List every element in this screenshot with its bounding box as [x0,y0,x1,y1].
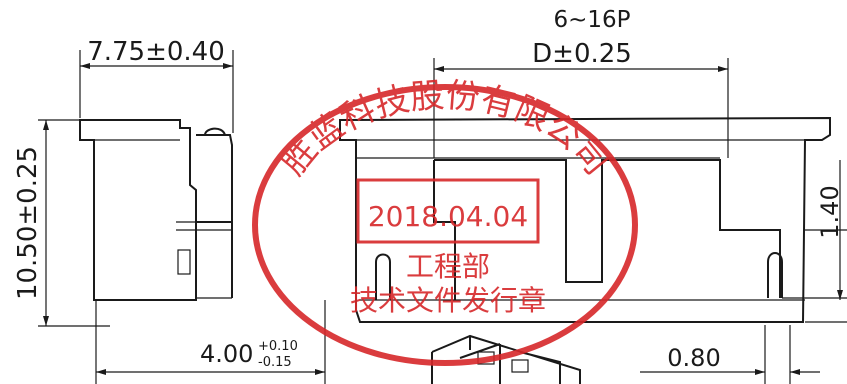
dim-offset-upper-tol: +0.10 [258,339,298,354]
pitch-label: 6~16P [553,7,630,33]
dim-right-height: 1.40 [805,160,847,300]
side-view [79,119,233,301]
stamp-purpose: 技术文件发行章 [350,284,546,317]
dim-width: D±0.25 [433,39,729,158]
dim-side-width-label: 7.75±0.40 [87,37,225,67]
dim-width-label: D±0.25 [532,39,632,69]
dim-side-width: 7.75±0.40 [79,37,234,133]
dim-bottom-right: 0.80 [640,325,820,384]
dim-offset-lower-tol: -0.15 [258,355,292,370]
stamp-department: 工程部 [406,250,490,283]
company-stamp: 胜蓝科技股份有限公司 2018.04.04 工程部 技术文件发行章 [252,75,638,366]
dim-bottom-right-label: 0.80 [667,344,720,372]
stamp-date: 2018.04.04 [368,200,528,233]
dim-right-height-label: 1.40 [816,185,844,238]
dim-height: 10.50±0.25 [13,119,110,327]
dim-offset-label: 4.00 [200,340,253,368]
dim-height-label: 10.50±0.25 [13,146,43,300]
front-view [339,116,847,323]
dim-offset: 4.00 +0.10 -0.15 [95,300,326,384]
